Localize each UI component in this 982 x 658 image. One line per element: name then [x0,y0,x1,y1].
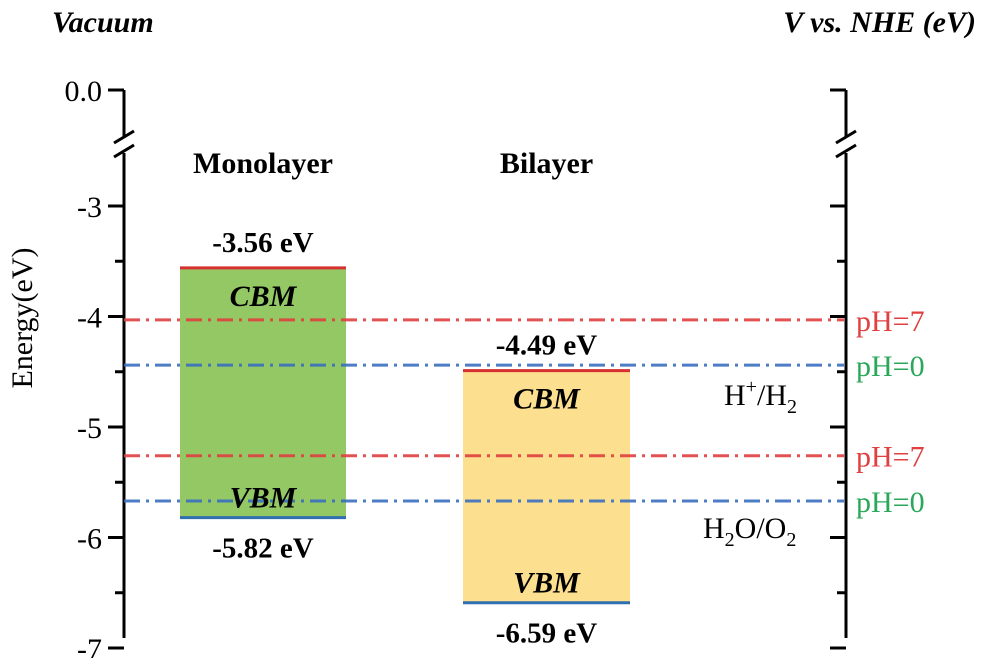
monolayer-vbm-value: -5.82 eV [212,533,314,565]
y-axis-label: Energy(eV) [6,247,39,388]
ph-label: pH=7 [856,441,925,474]
bilayer-column-title: Bilayer [500,147,593,180]
redox-h-label: H+/H2 [724,376,797,418]
right-axis-break-mark [835,143,857,159]
monolayer-vbm-label: VBM [230,482,298,515]
header-vacuum: Vacuum [52,6,154,39]
right-axis-break-mark [835,129,857,145]
monolayer-band-bar [180,267,346,518]
bilayer-band-bar [463,370,630,603]
header-nhe: V vs. NHE (eV) [783,6,976,39]
axes: 0.0 -3 -4 -5 -6 -7 [65,75,857,658]
bilayer-vbm-label: VBM [513,567,581,600]
y-tick-label: -3 [77,191,102,224]
monolayer-cbm-value: -3.56 eV [212,227,314,259]
y-tick-label: -5 [77,412,102,445]
bars [180,266,630,605]
y-tick-label: -7 [77,633,102,658]
y-tick-label: -4 [77,302,102,335]
ph-label: pH=0 [856,350,925,383]
y-tick-label: -6 [77,523,102,556]
redox-o-label: H2O/O2 [703,512,796,551]
bilayer-vbm-value: -6.59 eV [496,618,598,650]
annotations: Monolayer -3.56 eV -5.82 eV CBM VBM Bilayer -4… [193,147,925,650]
left-axis-break-mark [113,129,135,145]
ph-label: pH=0 [856,486,925,519]
monolayer-column-title: Monolayer [193,147,333,180]
left-axis-break-mark [113,143,135,159]
redox-levels [124,318,844,503]
y-tick-label: 0.0 [65,75,103,108]
bilayer-cbm-value: -4.49 eV [496,330,598,362]
ph-label: pH=7 [856,305,925,338]
bilayer-cbm-label: CBM [513,383,581,416]
monolayer-cbm-label: CBM [230,280,298,313]
